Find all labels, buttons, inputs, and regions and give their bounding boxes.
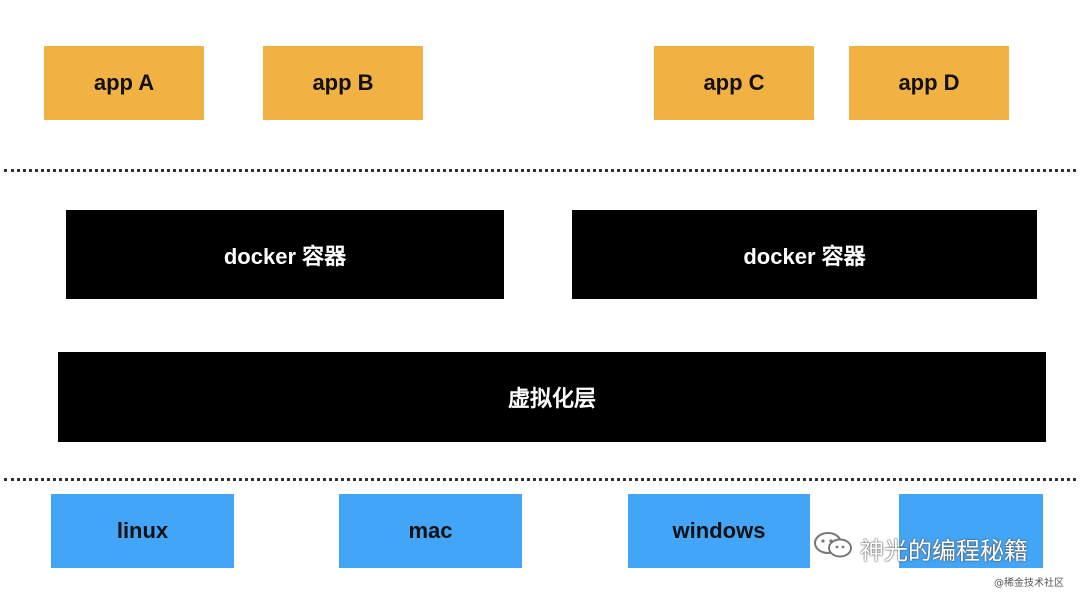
app-label-d: app D <box>898 70 960 95</box>
platform-box-windows: windows <box>628 494 810 568</box>
separator-bottom <box>4 478 1076 481</box>
docker-container-2-label: docker 容器 <box>743 243 866 269</box>
docker-container-1: docker 容器 <box>66 210 504 299</box>
docker-container-2: docker 容器 <box>572 210 1037 299</box>
watermark: 神光的编程秘籍 <box>812 530 1028 566</box>
app-label-b: app B <box>312 70 374 95</box>
app-box-a: app A <box>44 46 204 120</box>
platform-label-linux: linux <box>116 518 169 543</box>
watermark-credit: @稀金技术社区 <box>994 578 1064 589</box>
app-label-a: app A <box>93 70 155 95</box>
platform-box-4 <box>899 494 1043 568</box>
watermark-text: 神光的编程秘籍 <box>860 537 1028 565</box>
app-box-d: app D <box>849 46 1009 120</box>
app-label-c: app C <box>703 70 765 95</box>
virtualization-layer: 虚拟化层 <box>58 352 1046 442</box>
app-box-c: app C <box>654 46 814 120</box>
platform-label-mac: mac <box>408 518 453 543</box>
separator-top <box>4 169 1076 172</box>
docker-container-1-label: docker 容器 <box>223 243 347 269</box>
app-box-b: app B <box>263 46 423 120</box>
wechat-icon <box>812 530 854 567</box>
platform-box-linux: linux <box>51 494 234 568</box>
platform-box-mac: mac <box>339 494 522 568</box>
virtualization-layer-label: 虚拟化层 <box>507 386 596 411</box>
platform-label-windows: windows <box>672 518 766 543</box>
